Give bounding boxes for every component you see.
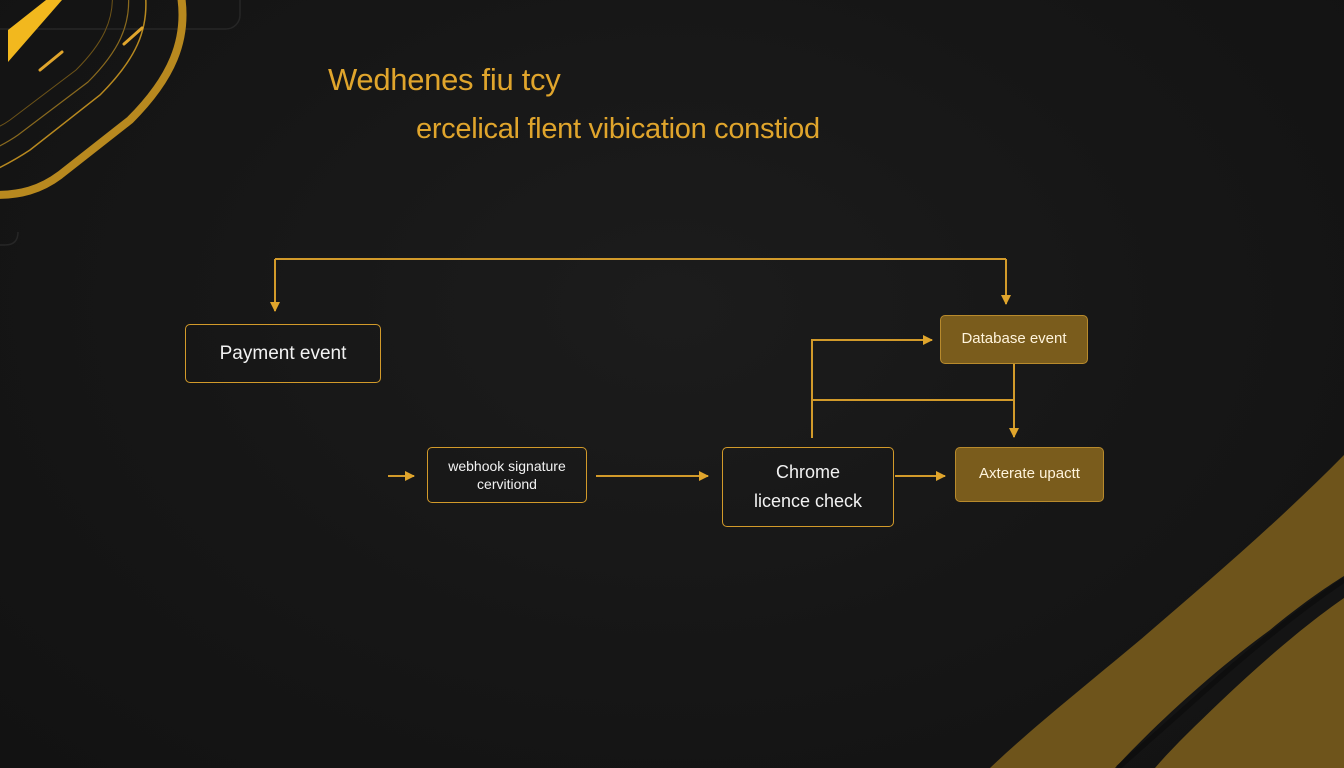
arrow-chrome-to-database <box>811 335 933 438</box>
decor-gold-band <box>990 455 1344 768</box>
decor-gold-arc <box>0 0 187 199</box>
decor-outline-rect <box>0 0 241 30</box>
decor-thin-arc-1 <box>0 0 147 169</box>
diagram-subtitle: ercelical flent vibication constiod <box>416 113 820 145</box>
decor-gold-triangle <box>8 0 62 62</box>
node-alternate-update: Axterate upactt <box>955 447 1104 502</box>
decor-gold-band-lower <box>1155 598 1344 768</box>
node-database-event: Database event <box>940 315 1088 364</box>
node-payment-event: Payment event <box>185 324 381 383</box>
decor-thin-arc-3 <box>0 0 113 127</box>
decor-dash-1 <box>38 50 64 72</box>
decor-thin-arc-2 <box>0 0 130 147</box>
decor-dash-2 <box>122 26 144 46</box>
node-chrome-licence-check: Chrome licence check <box>722 447 894 527</box>
diagram-title: Wedhenes fiu tcy <box>328 62 561 97</box>
node-webhook-signature: webhook signature cervitiond <box>427 447 587 503</box>
decor-outline-corner <box>0 231 19 246</box>
decor-band-dark-line <box>1116 577 1344 768</box>
